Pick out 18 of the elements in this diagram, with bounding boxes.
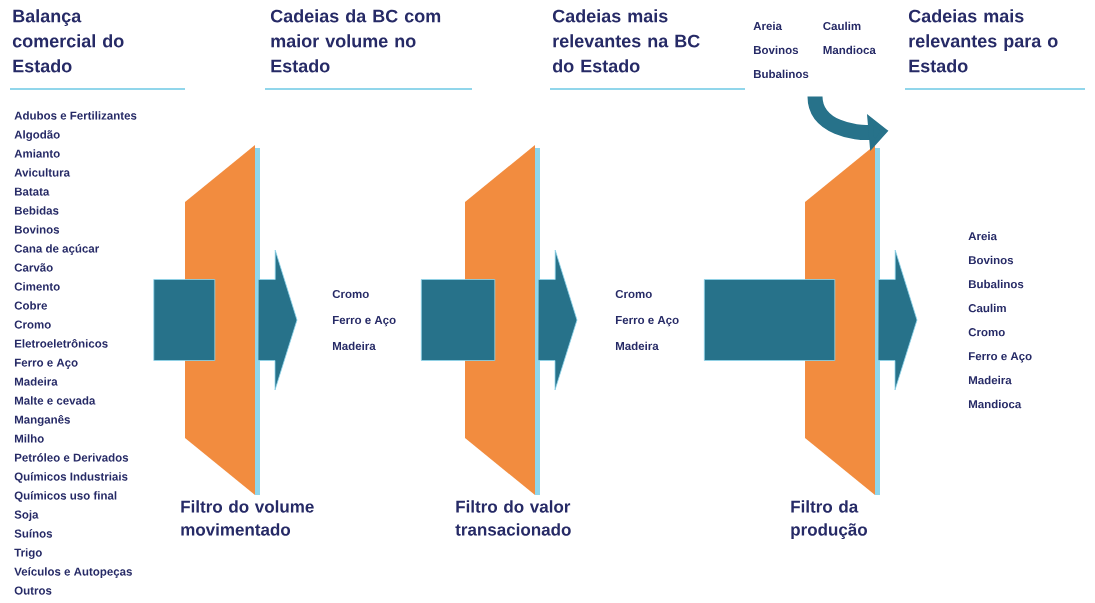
item-list: Cromo Ferro e Aço Madeira (615, 289, 679, 351)
item-list: Areia Bovinos Bubalinos Caulim Cromo Ferro e Aço Madeira Mandioca (968, 231, 1032, 409)
item-list: Cromo Ferro e Aço Madeira (332, 289, 396, 351)
item-list: Adubos e Fertilizantes Algodão Amianto Avicultura Batata Bebidas Bovinos Cana de açúcar Carvão Cimento Cobre Cromo Eletroeletrônicos Ferro e Aço Madeira Malte e cevada Manganês Milho Petróleo e Derivados Químicos Industriais Químicos uso final Soja Suínos Trigo Veículos e Autopeças Outros (14, 111, 137, 595)
header-text: Cadeias mais relevantes para o Estado (908, 9, 1058, 73)
block-arrow (877, 249, 918, 391)
header-text: Balança comercial do Estado (12, 9, 124, 73)
arrow-tail-block (420, 279, 496, 361)
arrow-tail-block (153, 279, 216, 361)
filter-caption: Filtro do volume movimentado (181, 500, 314, 536)
header-text: Cadeias mais relevantes na BC do Estado (552, 9, 700, 73)
block-arrow (257, 249, 298, 391)
filter-caption: Filtro do valor transacionado (455, 500, 571, 536)
block-arrow (537, 249, 578, 391)
header-text: Cadeias da BC com maior volume no Estado (270, 9, 441, 73)
filter-caption: Filtro da produção (791, 500, 867, 540)
item-list: Areia Caulim Bovinos Mandioca Bubalinos (753, 21, 876, 79)
arrow-tail-block (703, 279, 836, 361)
